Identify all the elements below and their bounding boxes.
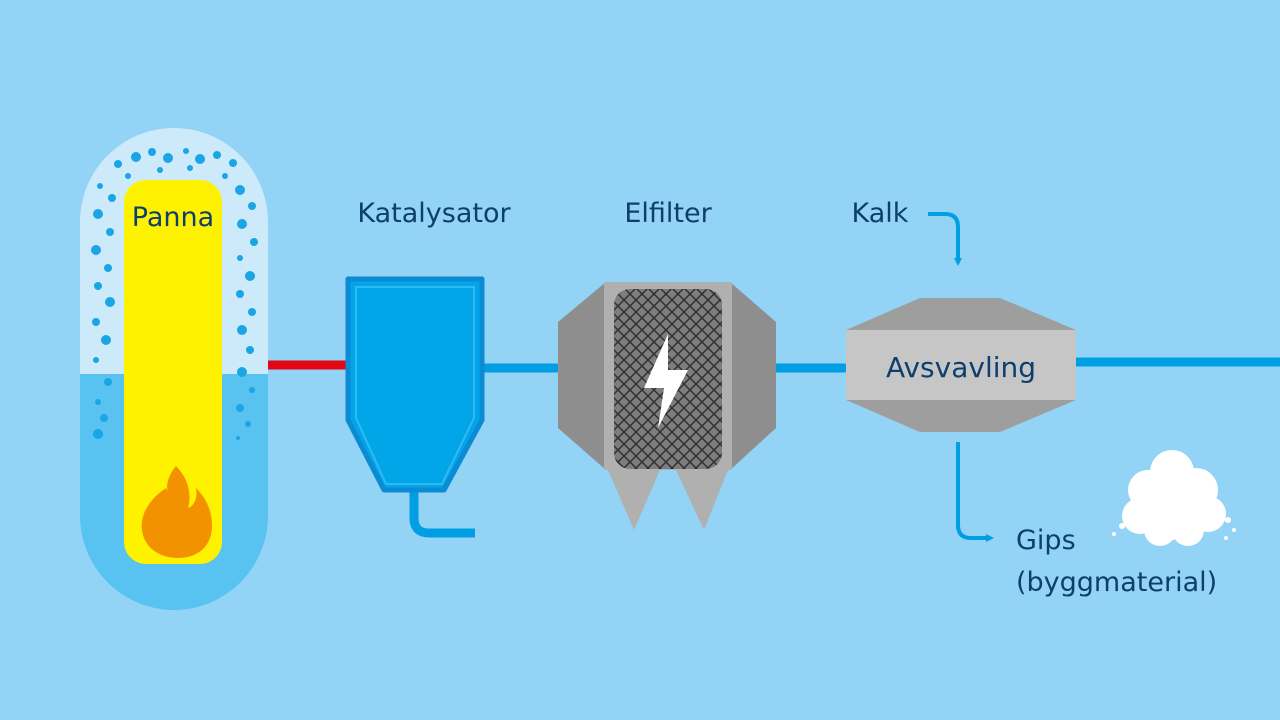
gypsum-sublabel: (byggmaterial)	[1016, 567, 1217, 598]
fire-icon	[141, 466, 212, 558]
catalyst-label: Katalysator	[357, 198, 511, 229]
lightning-icon	[644, 334, 688, 428]
electrostatic-filter: Elfilter	[558, 198, 776, 530]
steam-bubbles	[91, 148, 258, 440]
filter-label: Elfilter	[624, 198, 712, 229]
flame-column	[124, 180, 222, 564]
lime-input: Kalk	[852, 198, 962, 266]
catalyst-drain-pipe	[409, 490, 475, 538]
pipes	[266, 357, 1280, 538]
gypsum-cloud-icon	[1112, 450, 1236, 546]
desulfurization-label: Avsvavling	[886, 351, 1036, 384]
boiler-label: Panna	[132, 202, 214, 233]
lime-arrow	[928, 212, 962, 266]
desulfurization-unit: Avsvavling	[846, 298, 1076, 432]
lime-label: Kalk	[852, 198, 909, 229]
boiler: Panna	[80, 128, 268, 610]
gypsum-label: Gips	[1016, 525, 1076, 556]
gypsum-arrow	[956, 442, 994, 542]
gypsum-output: Gips (byggmaterial)	[956, 442, 1236, 598]
catalyst: Katalysator	[345, 198, 511, 493]
